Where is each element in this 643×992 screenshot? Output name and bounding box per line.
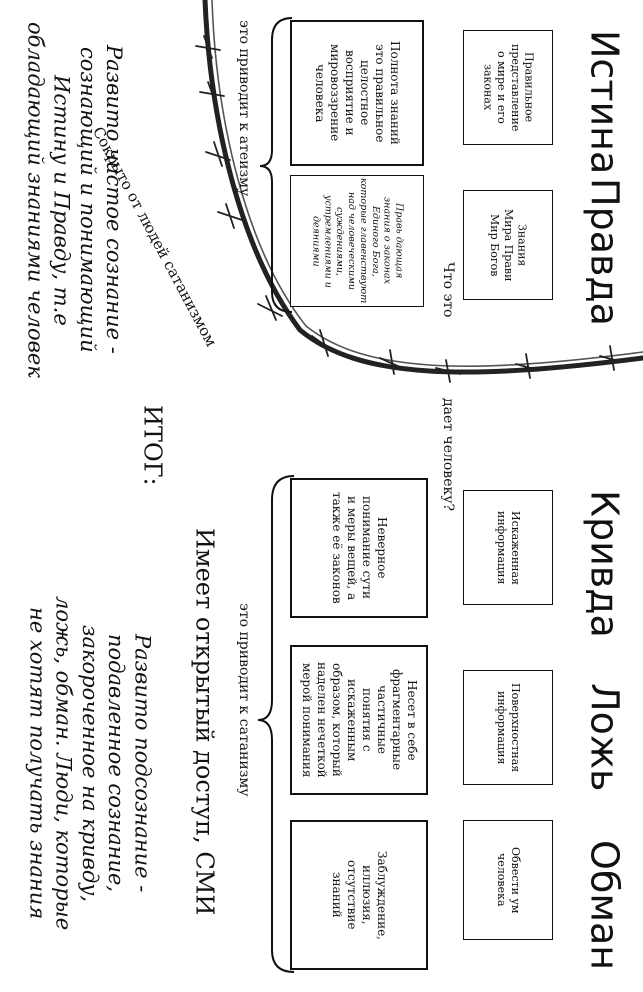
effect-krivda: Неверное понимание сути и меры вещей, а … (330, 492, 389, 604)
question-line-1: Что это (440, 262, 457, 318)
definition-pravda: Знания Мира Прави Мир Богов (488, 208, 529, 282)
leads-to-atheism: это приводит к атеизму (236, 20, 253, 197)
definition-box-pravda: Знания Мира Прави Мир Богов (463, 190, 553, 300)
title-obman: Обман (582, 840, 627, 971)
effect-box-obman: Заблуждение, иллюзия, отсутствие знаний (290, 820, 428, 970)
title-istina: Истина (582, 30, 627, 175)
effect-pravda: Правь дающая знания о законах Единого Бо… (310, 178, 405, 304)
definition-box-obman: Обвести ум человека (463, 820, 553, 940)
effect-box-lozh: Несет в себе фрагментарные частичные пон… (290, 645, 428, 795)
definition-box-istina: Правильное представление о мире и его за… (463, 30, 553, 145)
effect-box-krivda: Неверное понимание сути и меры вещей, а … (290, 478, 428, 618)
definition-krivda: Искаженная информация (495, 510, 522, 585)
definition-box-lozh: Поверхностная информация (463, 670, 553, 785)
effect-obman: Заблуждение, иллюзия, отсутствие знаний (330, 850, 389, 940)
result-good: Развито чистое сознание - сознающий и по… (23, 22, 126, 378)
effect-istina: Полнота знаний это правильное целостное … (313, 41, 402, 145)
effect-box-pravda: Правь дающая знания о законах Единого Бо… (290, 175, 424, 307)
result-bad: Развито подсознание - подавленное сознан… (25, 596, 155, 931)
result-label: ИТОГ: (138, 405, 167, 486)
definition-box-krivda: Искаженная информация (463, 490, 553, 605)
definition-obman: Обвести ум человека (495, 846, 522, 914)
title-lozh: Ложь (582, 683, 627, 792)
title-krivda: Кривда (582, 490, 627, 638)
question-line-2: дает человеку? (440, 398, 457, 511)
title-pravda: Правда (582, 178, 627, 326)
definition-lozh: Поверхностная информация (495, 682, 522, 773)
definition-istina: Правильное представление о мире и его за… (481, 43, 536, 132)
effect-lozh: Несет в себе фрагментарные частичные пон… (300, 662, 419, 778)
leads-to-satanism: это приводит к сатанизму (236, 603, 253, 797)
open-access: Имеет открытый доступ, СМИ (190, 528, 219, 916)
effect-box-istina: Полнота знаний это правильное целостное … (290, 20, 424, 166)
